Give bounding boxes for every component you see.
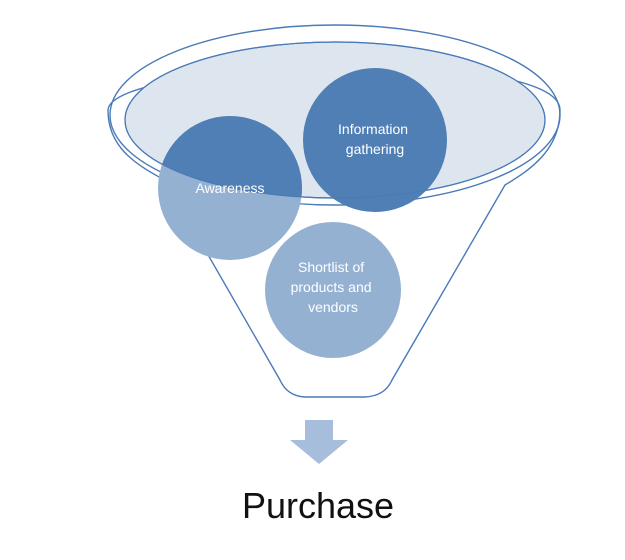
stage-circle-shortlist <box>265 222 401 358</box>
label-information-gathering: Information gathering <box>338 121 412 157</box>
label-awareness: Awareness <box>195 180 264 196</box>
funnel-opening-edge <box>124 41 546 199</box>
funnel-rim-outer <box>109 24 561 206</box>
down-arrow-icon <box>290 420 348 464</box>
stage-circle-information-gathering <box>303 68 447 212</box>
label-shortlist: Shortlist of products and vendors <box>291 259 376 315</box>
result-label: Purchase <box>242 485 394 526</box>
